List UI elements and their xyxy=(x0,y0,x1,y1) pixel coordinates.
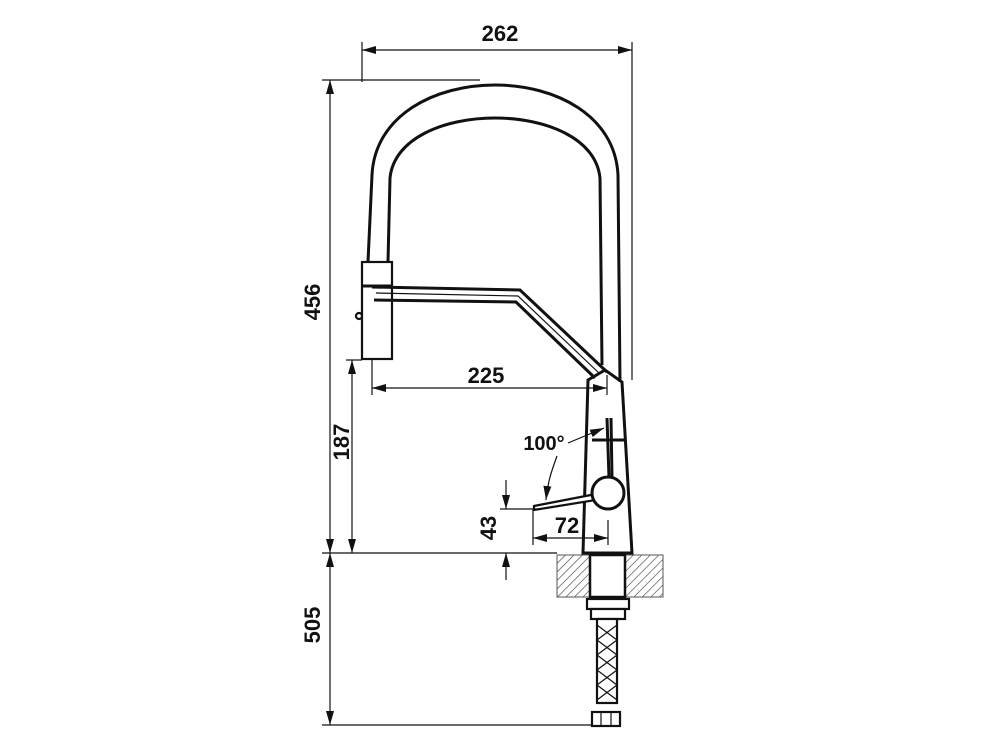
label-262: 262 xyxy=(482,21,519,46)
label-225: 225 xyxy=(468,363,505,388)
spray-head xyxy=(360,260,394,361)
label-187: 187 xyxy=(329,424,354,461)
gooseneck-inner xyxy=(386,116,604,366)
lever-handle-vertical xyxy=(605,417,611,479)
faucet xyxy=(354,83,634,555)
hose-end-nut xyxy=(590,710,622,728)
spout-arm xyxy=(371,285,609,380)
gooseneck-outer xyxy=(366,83,622,383)
angle-arrow-bottom xyxy=(543,455,558,501)
countertop-right xyxy=(624,554,664,598)
angle-arrow-top xyxy=(567,427,605,444)
label-505: 505 xyxy=(300,607,325,644)
spray-button xyxy=(354,311,364,321)
label-43: 43 xyxy=(476,516,501,540)
label-100-degrees: 100° xyxy=(523,433,564,455)
supply-hose xyxy=(595,617,619,705)
lever-arm xyxy=(532,492,598,512)
mounting-nut xyxy=(585,597,631,611)
mounting xyxy=(556,553,664,728)
countertop-left xyxy=(556,554,591,598)
dimension-lines xyxy=(322,42,633,726)
lever-hub xyxy=(590,475,626,511)
faucet-body xyxy=(581,368,634,555)
label-72: 72 xyxy=(555,513,579,538)
label-456: 456 xyxy=(300,284,325,321)
